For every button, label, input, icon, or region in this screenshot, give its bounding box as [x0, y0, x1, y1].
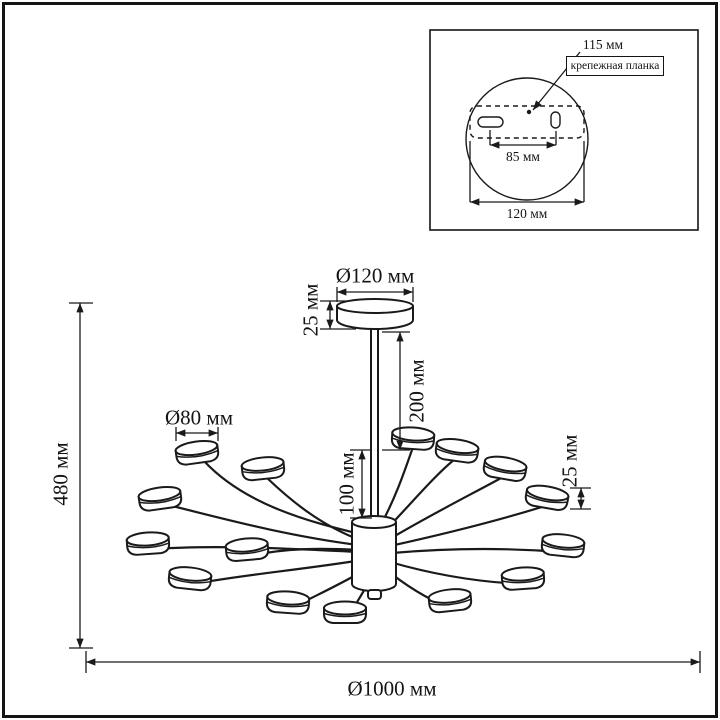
dim-shade-height-lines [570, 487, 591, 510]
dim-rod-length-lines [382, 331, 410, 451]
dim-canopy-height-lines [320, 300, 356, 330]
inset-dim-115-label: 115 мм [582, 37, 624, 52]
lamp-head [390, 425, 436, 452]
dim-canopy-height-label: 25 мм [298, 283, 323, 337]
lamp-head [433, 435, 481, 465]
dim-canopy-diameter-label: Ø120 мм [335, 263, 415, 288]
central-body-top [351, 515, 397, 529]
dim-shade-diameter-label: Ø80 мм [165, 405, 233, 430]
dim-total-height-label: 480 мм [48, 442, 73, 506]
lamp-head [166, 564, 213, 593]
lamp-head [125, 530, 171, 557]
dim-stem-length-label: 100 мм [334, 452, 359, 516]
mounting-hole [550, 111, 561, 129]
lamp-head [265, 589, 311, 616]
hanging-rod [370, 314, 379, 526]
lamp-head [240, 454, 287, 483]
dim-total-diameter-lines [85, 651, 701, 673]
dim-plate-width [469, 141, 585, 206]
dim-total-diameter-label: Ø1000 мм [347, 676, 437, 701]
chandelier-core [336, 298, 414, 600]
center-point [526, 109, 532, 115]
lamp-head [481, 453, 529, 484]
inset-dim-85-label: 85 мм [506, 149, 540, 164]
mounting-plate-dashed [469, 105, 585, 139]
dim-hole-spacing [489, 130, 557, 149]
dim-stem-length-lines [350, 449, 372, 519]
mounting-slot [477, 116, 504, 128]
lamp-head [539, 531, 586, 560]
bottom-finial [367, 589, 382, 600]
lamp-head [323, 600, 367, 624]
lamp-head [224, 535, 270, 563]
inset-dim-120-label: 120 мм [506, 206, 548, 221]
dim-shade-diameter-lines [175, 427, 219, 441]
central-body [351, 522, 397, 592]
dim-rod-length-label: 200 мм [404, 359, 429, 423]
lamp-head [500, 565, 546, 592]
lamp-head [427, 586, 474, 615]
dim-shade-height-label: 25 мм [557, 434, 582, 488]
dim-canopy-diameter-lines [336, 287, 414, 302]
dim-total-height-lines [69, 302, 93, 649]
lamp-head [173, 437, 221, 467]
mounting-plate-callout: крепежная планка [566, 56, 664, 77]
canopy-top [336, 298, 414, 314]
